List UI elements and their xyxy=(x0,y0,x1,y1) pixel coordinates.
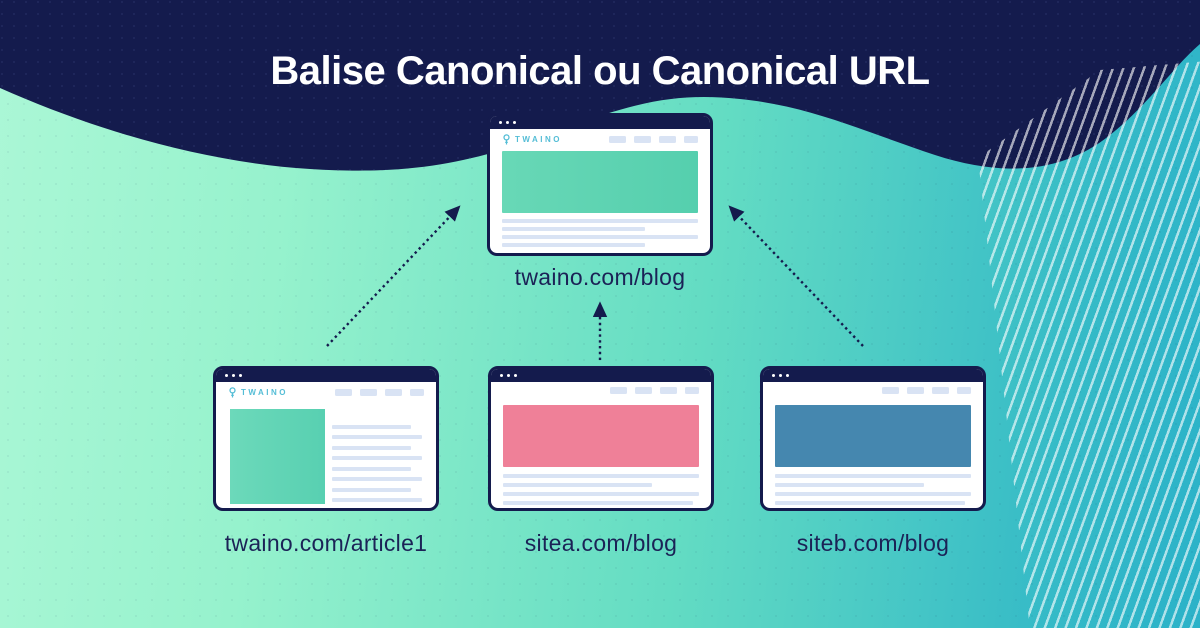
text-line-placeholder xyxy=(332,435,422,439)
window-control-dot xyxy=(507,374,510,377)
nav-item-placeholder xyxy=(957,387,971,394)
window-control-dot xyxy=(225,374,228,377)
nav-item-placeholder xyxy=(385,389,402,396)
window-control-dot xyxy=(772,374,775,377)
twaino-logo: TWAINO xyxy=(228,387,288,398)
nav-menu-placeholder xyxy=(335,389,424,396)
nav-item-placeholder xyxy=(932,387,949,394)
nav-item-placeholder xyxy=(410,389,424,396)
window-titlebar xyxy=(763,369,983,382)
nav-item-placeholder xyxy=(360,389,377,396)
article-image-placeholder xyxy=(230,409,325,504)
nav-item-placeholder xyxy=(634,136,651,143)
text-line-placeholder xyxy=(502,243,646,247)
arrow-siteb-to-canonical xyxy=(728,205,864,347)
window-titlebar xyxy=(491,369,711,382)
text-line-placeholder xyxy=(332,445,412,450)
text-line-placeholder xyxy=(332,487,412,492)
window-control-dot xyxy=(513,121,516,124)
window-control-dot xyxy=(514,374,517,377)
hero-image-placeholder xyxy=(503,405,699,467)
twaino-pin-icon xyxy=(229,387,236,398)
duplicate-browser-window-siteb xyxy=(760,366,986,511)
text-line-placeholder xyxy=(502,227,646,231)
twaino-pin-icon xyxy=(503,134,510,145)
text-line-placeholder xyxy=(332,466,412,471)
nav-item-placeholder xyxy=(635,387,652,394)
text-line-placeholder xyxy=(332,456,422,460)
window-control-dot xyxy=(499,121,502,124)
nav-item-placeholder xyxy=(609,136,626,143)
text-line-placeholder xyxy=(775,501,966,505)
canonical-browser-window: TWAINO xyxy=(487,113,713,256)
twaino-logo: TWAINO xyxy=(502,134,562,145)
window-control-dot xyxy=(779,374,782,377)
text-placeholder-block xyxy=(763,467,983,505)
nav-menu-placeholder xyxy=(610,387,699,394)
window-control-dot xyxy=(500,374,503,377)
page-title: Balise Canonical ou Canonical URL xyxy=(270,48,930,93)
window-titlebar xyxy=(216,369,436,382)
duplicate-url-label: siteb.com/blog xyxy=(796,530,950,556)
text-line-placeholder xyxy=(332,498,422,502)
duplicate-browser-window-article1: TWAINO xyxy=(213,366,439,511)
text-line-placeholder xyxy=(332,477,422,481)
window-titlebar xyxy=(490,116,710,129)
arrow-article1-to-canonical xyxy=(326,205,461,347)
text-line-placeholder xyxy=(775,483,924,487)
hero-image-placeholder xyxy=(775,405,971,467)
text-line-placeholder xyxy=(775,474,971,478)
nav-menu-placeholder xyxy=(609,136,698,143)
window-control-dot xyxy=(506,121,509,124)
text-placeholder-block xyxy=(491,467,711,505)
text-line-placeholder xyxy=(775,492,971,496)
text-line-placeholder xyxy=(502,235,698,239)
nav-item-placeholder xyxy=(660,387,677,394)
nav-item-placeholder xyxy=(659,136,676,143)
window-control-dot xyxy=(232,374,235,377)
nav-item-placeholder xyxy=(907,387,924,394)
text-placeholder-block xyxy=(490,213,710,247)
text-line-placeholder xyxy=(503,492,699,496)
text-line-placeholder xyxy=(503,474,699,478)
nav-item-placeholder xyxy=(685,387,699,394)
hero-image-placeholder xyxy=(502,151,698,213)
window-control-dot xyxy=(239,374,242,377)
duplicate-url-label: twaino.com/article1 xyxy=(224,530,428,556)
nav-item-placeholder xyxy=(335,389,352,396)
twaino-logo-text: TWAINO xyxy=(515,134,562,144)
nav-menu-placeholder xyxy=(882,387,971,394)
text-line-placeholder xyxy=(503,501,694,505)
canonical-url-label: twaino.com/blog xyxy=(514,264,686,290)
nav-item-placeholder xyxy=(610,387,627,394)
duplicate-url-label: sitea.com/blog xyxy=(524,530,678,556)
text-line-placeholder xyxy=(502,219,698,223)
text-placeholder-block xyxy=(332,409,422,504)
text-line-placeholder xyxy=(503,483,652,487)
text-line-placeholder xyxy=(332,424,412,429)
duplicate-browser-window-sitea xyxy=(488,366,714,511)
nav-item-placeholder xyxy=(684,136,698,143)
nav-item-placeholder xyxy=(882,387,899,394)
window-control-dot xyxy=(786,374,789,377)
twaino-logo-text: TWAINO xyxy=(241,387,288,397)
